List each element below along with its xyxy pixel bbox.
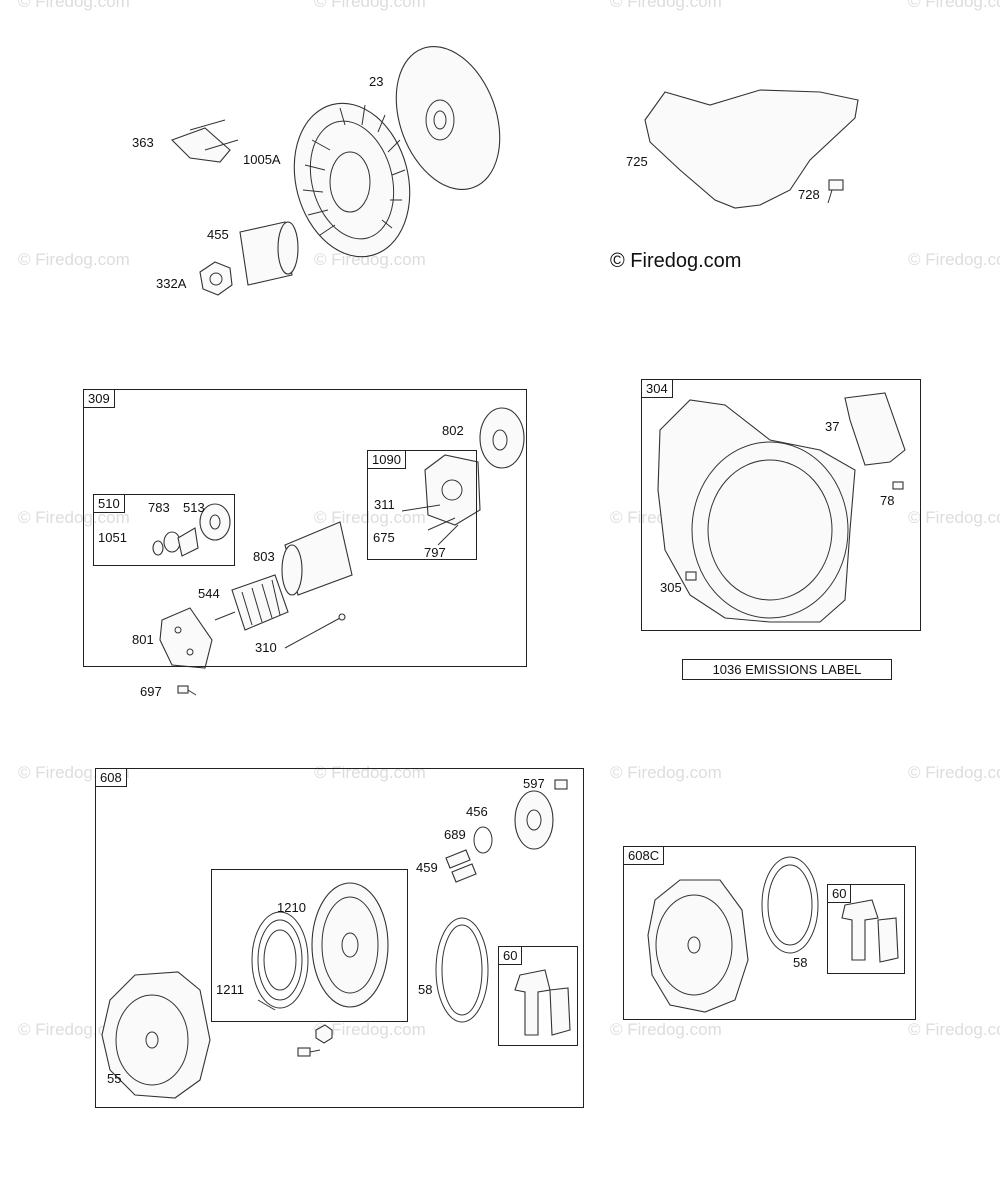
screw-597-drawing (554, 779, 568, 790)
ring-drawing (473, 826, 493, 854)
fastener-drawing (297, 1024, 333, 1057)
washer-802-drawing (479, 407, 525, 469)
part-label-310: 310 (255, 640, 277, 655)
armature-drawing (214, 574, 289, 631)
part-label-597: 597 (523, 776, 545, 791)
handle-608c-drawing (841, 899, 899, 963)
part-label-697: 697 (140, 684, 162, 699)
starter-housing-608c-drawing (647, 879, 749, 1013)
part-label-689: 689 (444, 827, 466, 842)
part-label-728: 728 (798, 187, 820, 202)
group-304-box: 304 (641, 379, 921, 631)
part-label-797: 797 (424, 545, 446, 560)
group-608c-tag: 608C (624, 847, 665, 865)
part-label-513: 513 (183, 500, 205, 515)
watermark: © Firedog.com (314, 250, 426, 269)
screw-78-drawing (892, 481, 904, 490)
part-label-456: 456 (466, 804, 488, 819)
part-label-23: 23 (369, 74, 384, 89)
part-label-58: 58 (418, 982, 433, 997)
screw-697-drawing (177, 685, 197, 696)
watermark: © Firedog.com (314, 763, 426, 782)
group-1090-box: 1090 (367, 450, 477, 560)
part-label-55: 55 (107, 1071, 122, 1086)
starter-housing-drawing (101, 971, 211, 1099)
group-309-box: 309 (83, 389, 527, 667)
end-cap-drawing (424, 454, 481, 526)
part-label-803: 803 (253, 549, 275, 564)
drive-kit-drawing (152, 503, 231, 557)
part-label-459: 459 (416, 860, 438, 875)
part-label-544: 544 (198, 586, 220, 601)
part-label-1051: 1051 (98, 530, 127, 545)
rope-drawing (435, 917, 489, 1023)
handle-drawing (514, 969, 571, 1036)
group-60-box: 60 (498, 946, 578, 1046)
group-pulley-box (211, 869, 408, 1022)
nut-drawing (199, 261, 233, 296)
watermark: © Firedog.com (908, 508, 1000, 527)
through-bolt-drawing (284, 613, 346, 649)
watermark: © Firedog.com (908, 250, 1000, 269)
part-label-305: 305 (660, 580, 682, 595)
pawl-cover-drawing (514, 790, 554, 850)
leader-lines (401, 504, 459, 546)
watermark: © Firedog.com (314, 508, 426, 527)
group-60-608c-box: 60 (827, 884, 905, 974)
watermark: © Firedog.com (908, 1020, 1000, 1039)
starter-cup-drawing (239, 221, 299, 286)
pawl-drawing (445, 849, 477, 883)
part-label-725: 725 (626, 154, 648, 169)
watermark: © Firedog.com (610, 1020, 722, 1039)
blower-housing-drawing (657, 399, 856, 623)
part-label-675: 675 (373, 530, 395, 545)
watermark: © Firedog.com (610, 0, 722, 11)
part-label-802: 802 (442, 423, 464, 438)
watermark: © Firedog.com (610, 763, 722, 782)
watermark: © Firedog.com (18, 250, 130, 269)
watermark: © Firedog.com (908, 763, 1000, 782)
shield-drawing (644, 89, 859, 209)
part-label-332a: 332A (156, 276, 187, 291)
rewind-spring-drawing (251, 911, 309, 1011)
watermark: © Firedog.com (18, 0, 130, 11)
watermark: © Firedog.com (908, 0, 1000, 11)
group-608-tag: 608 (96, 769, 127, 787)
flywheel-fan-drawing (293, 102, 411, 258)
part-label-1005a: 1005A (243, 152, 281, 167)
part-label-37: 37 (825, 419, 840, 434)
group-60-tag: 60 (499, 947, 523, 965)
part-label-58-608c: 58 (793, 955, 808, 970)
watermark: © Firedog.com (314, 0, 426, 11)
watermark: © Firedog.com (314, 1020, 426, 1039)
ignition-bracket-drawing (171, 119, 239, 163)
part-label-1210: 1210 (277, 900, 306, 915)
motor-housing-drawing (281, 521, 353, 596)
group-510-tag: 510 (94, 495, 125, 513)
end-plate-drawing (159, 607, 213, 669)
group-309-tag: 309 (84, 390, 115, 408)
part-label-455: 455 (207, 227, 229, 242)
group-510-box: 510 (93, 494, 235, 566)
bolt-728-drawing (827, 179, 844, 204)
copyright-text: © Firedog.com (610, 250, 742, 272)
part-label-1211: 1211 (216, 982, 244, 997)
part-label-311: 311 (374, 497, 395, 512)
label-plate-drawing (844, 392, 906, 466)
pulley-drawing (311, 882, 389, 1008)
group-608c-box: 608C (623, 846, 916, 1020)
group-1090-tag: 1090 (368, 451, 406, 469)
part-label-783: 783 (148, 500, 170, 515)
group-60-608c-tag: 60 (828, 885, 852, 903)
flywheel-plate-drawing (395, 46, 501, 190)
group-608-box: 608 (95, 768, 584, 1108)
screw-305-drawing (685, 571, 697, 581)
emissions-label-box: 1036 EMISSIONS LABEL (682, 659, 892, 680)
rope-608c-drawing (761, 856, 819, 954)
part-label-363: 363 (132, 135, 154, 150)
part-label-801: 801 (132, 632, 154, 647)
group-304-tag: 304 (642, 380, 673, 398)
part-label-78: 78 (880, 493, 895, 508)
